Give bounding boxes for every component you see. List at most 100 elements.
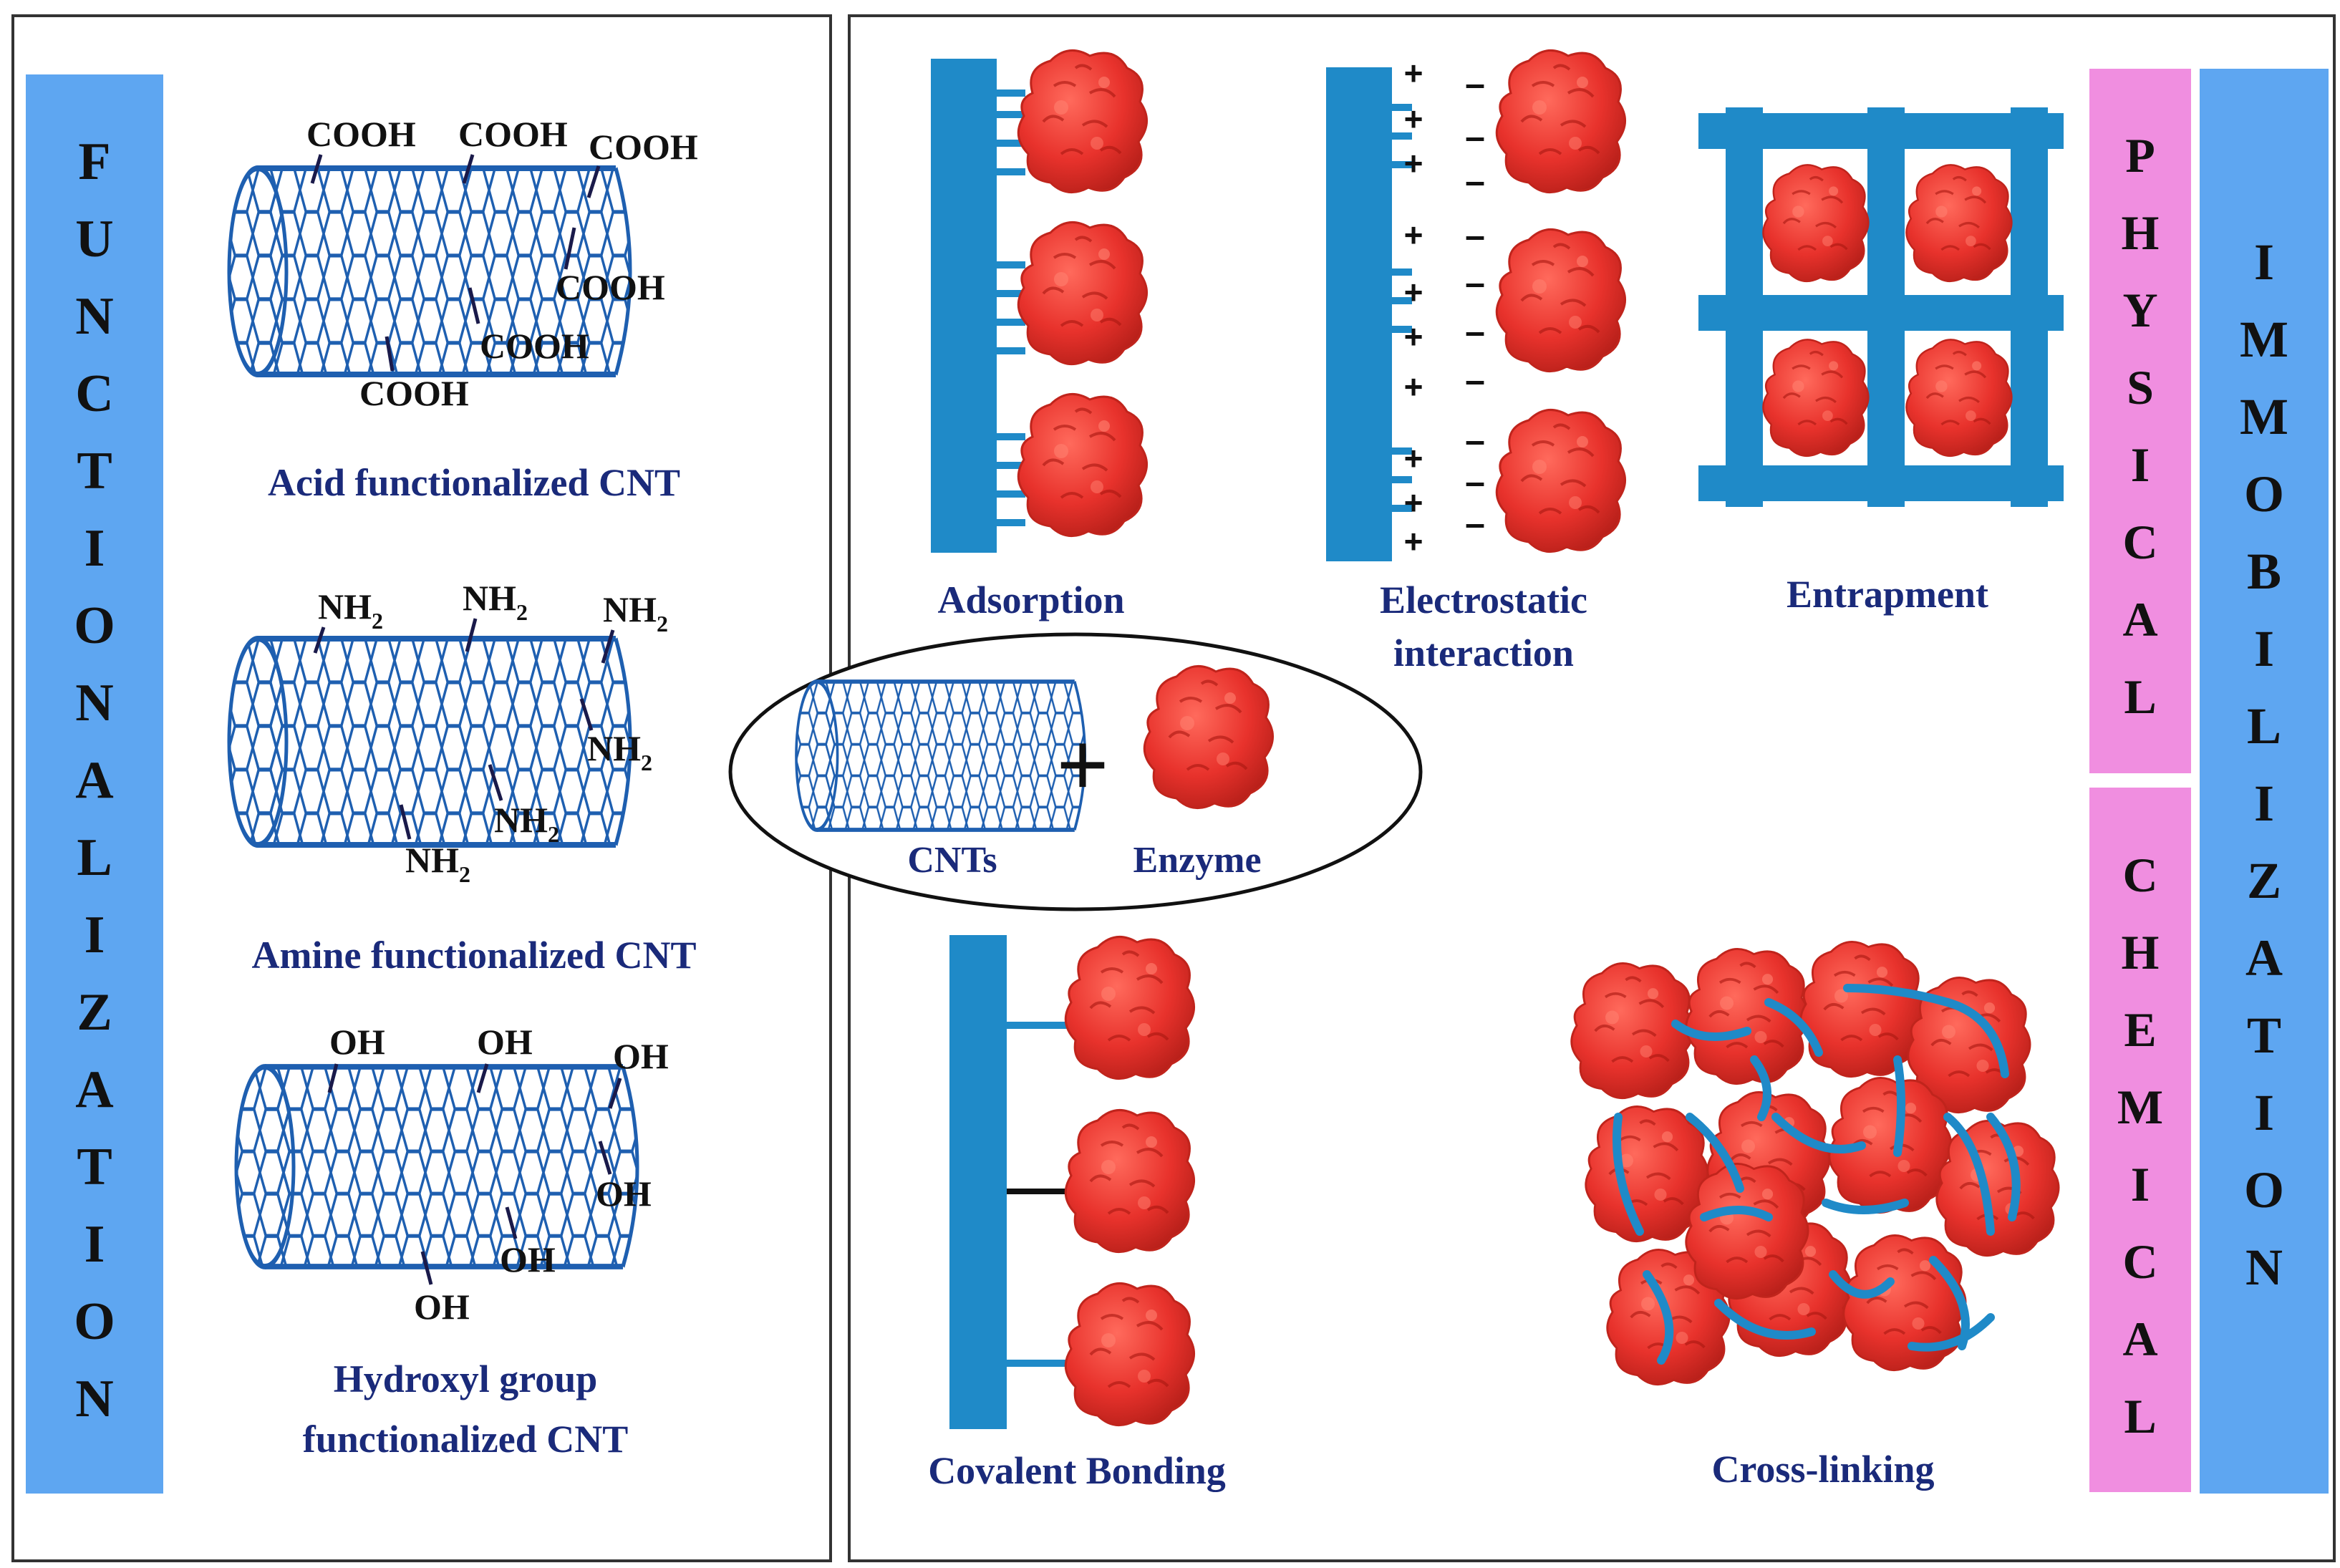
crosslinker-strand <box>1750 1055 1771 1121</box>
enzyme-label: Enzyme <box>1133 840 1261 881</box>
crosslinker-strand <box>1700 1206 1773 1221</box>
physical-letter: H <box>2122 205 2160 260</box>
crosslinker-strand <box>1822 1199 1909 1214</box>
entrapment-label: Entrapment <box>1787 573 1988 616</box>
chemical-letter: E <box>2124 1002 2156 1057</box>
physical-letter: P <box>2125 128 2155 183</box>
physical-letter: L <box>2124 669 2156 724</box>
functional-group-label: NH2 <box>603 589 668 637</box>
crosslinker-strand <box>1943 1113 1995 1236</box>
functional-group-label: NH2 <box>463 578 528 625</box>
negative-charge: – <box>1465 360 1485 400</box>
chemical-letter: A <box>2122 1312 2157 1366</box>
chemical-letter: H <box>2122 925 2160 979</box>
electrostatic-enzyme <box>1495 228 1627 373</box>
crosslinker-strand <box>1613 1113 1644 1236</box>
functionalization-letter: N <box>75 674 113 732</box>
entrapped-enzyme <box>1905 163 2013 283</box>
positive-charge: + <box>1404 484 1423 521</box>
crosslinker-strand <box>1986 1113 2021 1221</box>
functional-group-label: COOH <box>556 267 665 307</box>
immobilization-letter: I <box>2254 1084 2274 1141</box>
physical-letter: C <box>2122 515 2157 569</box>
cnt-label: CNTs <box>907 840 997 881</box>
covalent-label: Covalent Bonding <box>928 1449 1226 1492</box>
crosslinked-enzyme <box>1570 962 1695 1100</box>
immobilization-letter: O <box>2244 1161 2284 1219</box>
crosslinker-strand <box>1843 984 1952 1007</box>
hydroxyl-caption-line1: Hydroxyl group <box>334 1358 598 1400</box>
amine-cnt-illustration <box>229 639 630 845</box>
adsorption-enzyme <box>1017 49 1149 194</box>
negative-charge: – <box>1465 161 1485 201</box>
positive-charge: + <box>1404 318 1423 355</box>
adsorption-enzyme <box>1017 392 1149 538</box>
electrostatic-label-line2: interaction <box>1393 631 1574 674</box>
crosslinker-strand <box>1771 1113 1866 1153</box>
functionalization-letter: C <box>75 364 113 423</box>
negative-charge: – <box>1465 311 1485 352</box>
functionalization-letter: N <box>75 1370 113 1428</box>
acid-caption: Acid functionalized CNT <box>268 461 680 504</box>
crosslinker-strand <box>1764 998 1823 1057</box>
functionalization-letter: I <box>84 1215 105 1274</box>
functionalization-letter: I <box>84 519 105 578</box>
immobilization-letter: I <box>2254 233 2274 291</box>
electrostatic-label-line1: Electrostatic <box>1380 579 1587 621</box>
immobilization-letter: Z <box>2247 852 2281 909</box>
immobilization-letter: I <box>2254 775 2274 832</box>
functionalization-letter: F <box>78 132 110 191</box>
functionalization-letter: A <box>75 1060 113 1119</box>
positive-charge: + <box>1404 145 1423 182</box>
crosslinked-enzyme <box>1935 1119 2060 1257</box>
covalent-enzyme <box>1064 935 1196 1080</box>
physical-letter: A <box>2122 592 2157 647</box>
chemical-letter: I <box>2131 1157 2150 1211</box>
immobilization-letter: M <box>2240 388 2288 445</box>
chemical-bar <box>2089 788 2191 1492</box>
covalent-support <box>949 935 1007 1429</box>
covalent-enzyme <box>1064 1282 1196 1427</box>
positive-charge: + <box>1404 274 1423 311</box>
functional-group-label: COOH <box>458 114 568 154</box>
immobilization-letter: T <box>2247 1007 2281 1064</box>
entrapped-enzyme <box>1761 163 1870 283</box>
positive-charge: + <box>1404 368 1423 405</box>
negative-charge: – <box>1465 263 1485 303</box>
functionalization-letter: O <box>74 596 115 655</box>
functional-group-label: OH <box>500 1239 556 1279</box>
center-plus: + <box>1056 714 1109 817</box>
immobilization-bar <box>2200 69 2329 1494</box>
immobilization-letter: M <box>2240 311 2288 368</box>
immobilization-letter: I <box>2254 620 2274 677</box>
hydroxyl-cnt-illustration <box>236 1067 637 1267</box>
crosslinker-strand <box>1671 1020 1751 1041</box>
chemical-letter: M <box>2117 1080 2163 1134</box>
functional-group-label: COOH <box>306 114 416 154</box>
electrostatic-enzyme <box>1495 408 1627 553</box>
functional-group-label: OH <box>477 1022 533 1062</box>
crosslinker-strand <box>1829 1270 1895 1299</box>
crosslinker-strand <box>1908 1313 1995 1352</box>
chemical-letter: C <box>2122 1234 2157 1289</box>
center-enzyme-icon <box>1143 664 1275 810</box>
crosslinked-enzyme <box>1684 1162 1809 1300</box>
functionalization-letter: O <box>74 1292 115 1351</box>
physical-letter: I <box>2131 437 2150 492</box>
crosslinker-strand <box>1943 998 2009 1078</box>
positive-charge: + <box>1404 440 1423 477</box>
negative-charge: – <box>1465 64 1485 104</box>
hydroxyl-caption-line2: functionalized CNT <box>303 1418 629 1461</box>
functionalization-letter: T <box>77 1138 112 1196</box>
crosslinker-strand <box>1686 1113 1744 1193</box>
functionalization-letter: U <box>75 210 113 268</box>
functionalization-letter: L <box>77 828 112 887</box>
physical-letter: Y <box>2122 283 2157 337</box>
electrostatic-enzyme <box>1495 49 1627 194</box>
